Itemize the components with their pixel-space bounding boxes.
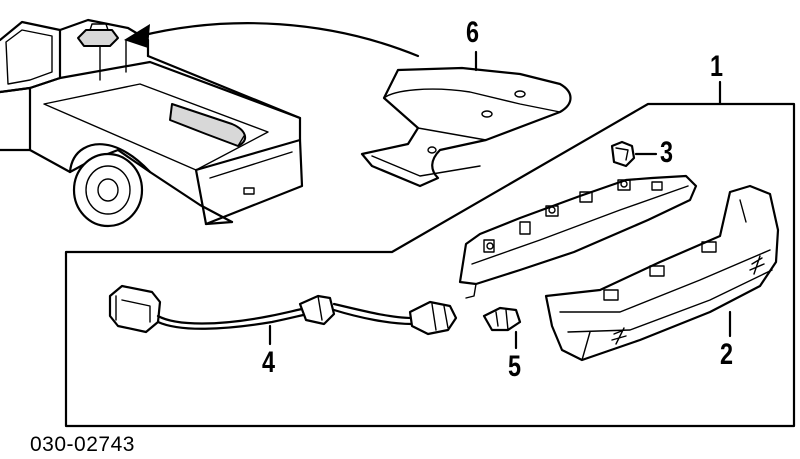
part-6-housing-cover bbox=[360, 50, 572, 188]
part-4-wiring-harness bbox=[108, 284, 458, 346]
part-5-bulb bbox=[482, 306, 522, 350]
callout-2: 2 bbox=[720, 338, 734, 371]
callout-1: 1 bbox=[710, 50, 724, 83]
part-1-mounting-base bbox=[458, 174, 698, 299]
assembly-outline-box bbox=[64, 80, 796, 428]
callout-5: 5 bbox=[508, 350, 522, 383]
diagram-reference-code: 030-02743 bbox=[30, 433, 135, 456]
part-2-lamp-lens bbox=[544, 184, 780, 362]
pickup-truck-illustration bbox=[0, 18, 304, 228]
callout-6: 6 bbox=[466, 16, 480, 49]
callout-4: 4 bbox=[262, 346, 276, 379]
location-arrow bbox=[124, 22, 420, 58]
callout-3: 3 bbox=[660, 136, 674, 169]
part-3-clip bbox=[610, 140, 658, 168]
